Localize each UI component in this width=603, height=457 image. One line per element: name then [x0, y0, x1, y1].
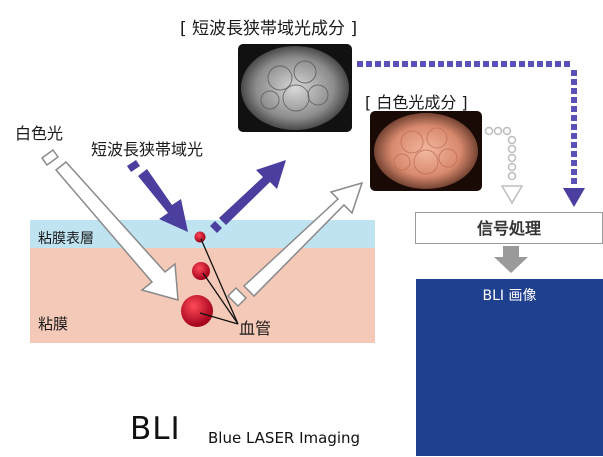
blue-light-reflected-arrow: [210, 160, 286, 233]
vessel-small: [194, 231, 206, 243]
mucosa-label: 粘膜: [38, 315, 69, 333]
white-light-outgoing-arrow: [226, 181, 364, 308]
processing-output-arrow: [494, 246, 528, 273]
bli-image-title: BLI 画像: [482, 288, 537, 304]
white-light-label: 白色光: [15, 124, 64, 143]
signal-processing-label: 信号処理: [476, 219, 541, 238]
signal-processing-box: 信号処理: [415, 212, 603, 244]
blue-component-label: [ 短波長狭帯域光成分 ]: [180, 19, 358, 39]
white-light-incoming-arrow: [40, 148, 179, 302]
blue-light-incoming-arrow: [127, 160, 188, 232]
vessel-large: [181, 295, 213, 327]
white-component-label: [ 白色光成分 ]: [365, 93, 468, 112]
brand-subtitle: Blue LASER Imaging: [208, 429, 361, 447]
vessel-medium: [192, 262, 210, 280]
white-light-endoscopy-image: [370, 111, 482, 191]
narrowband-endoscopy-image: [238, 44, 352, 132]
blue-component-dotted-path: [357, 61, 585, 207]
blue-light-label: 短波長狭帯域光: [91, 140, 204, 159]
bli-image-panel: BLI 画像: [416, 279, 603, 456]
white-component-dotted-path: [484, 126, 524, 205]
blood-vessel-label: 血管: [239, 319, 272, 338]
mucosal-surface-label: 粘膜表層: [38, 231, 94, 247]
vessel-leader-lines: [199, 238, 239, 325]
brand-logo-text: BLI: [130, 411, 181, 447]
